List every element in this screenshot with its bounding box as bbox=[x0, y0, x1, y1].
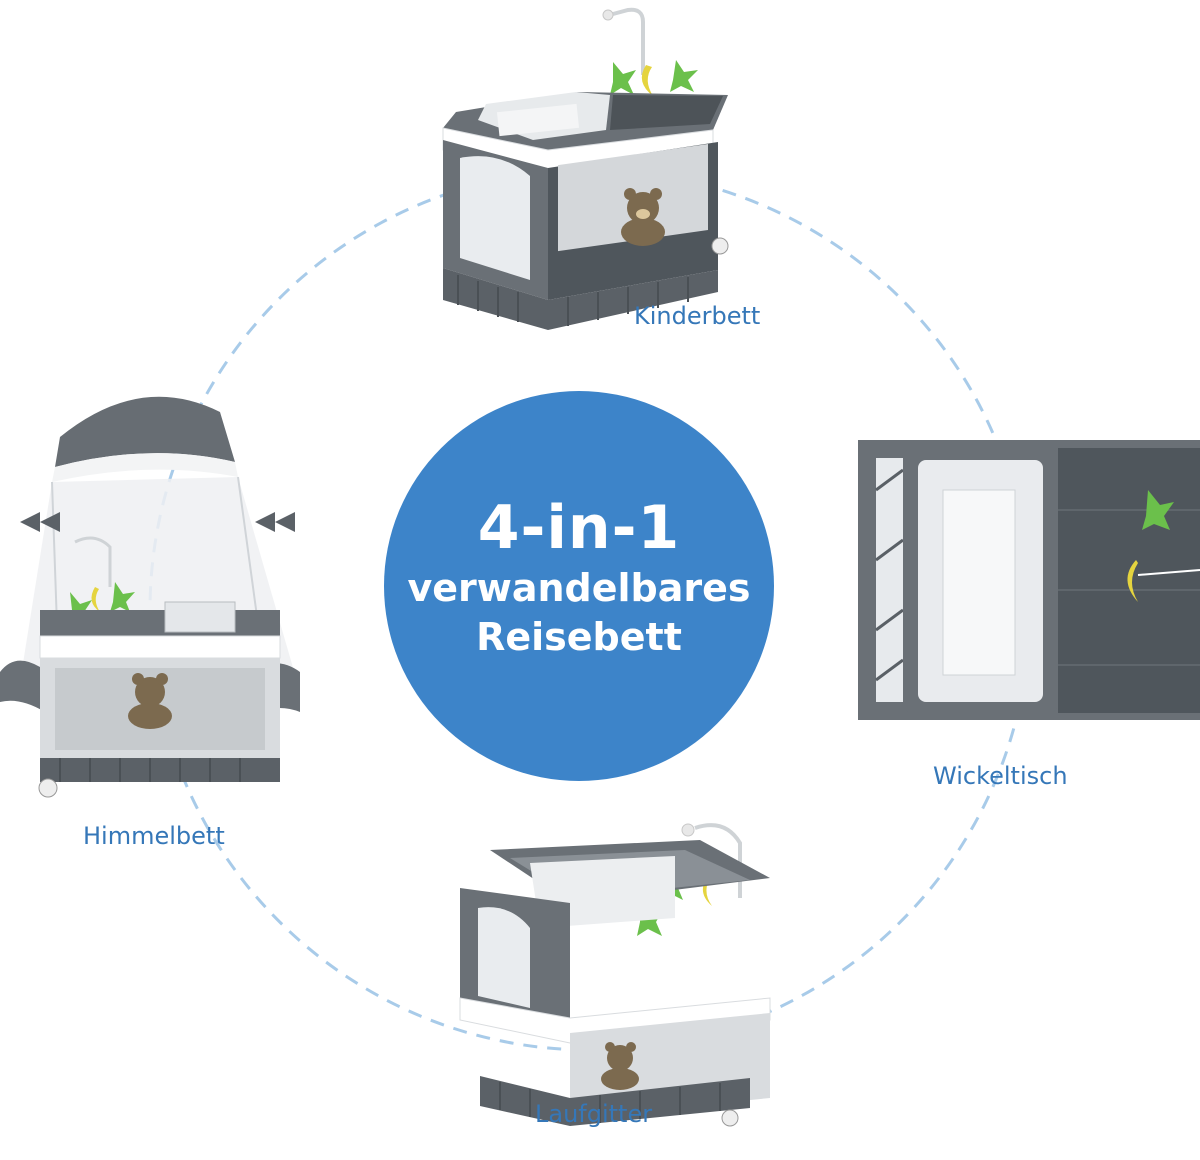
mode-label-wickeltisch: Wickeltisch bbox=[933, 762, 1068, 790]
playpen-image bbox=[440, 808, 780, 1130]
crib-image bbox=[438, 0, 738, 340]
headline-line-3: Reisebett bbox=[476, 615, 682, 659]
canopy-bed-image bbox=[0, 382, 300, 802]
headline-line-2: verwandelbares bbox=[407, 566, 751, 610]
mode-label-kinderbett: Kinderbett bbox=[634, 302, 761, 330]
headline-line-1: 4-in-1 bbox=[477, 493, 681, 563]
mode-label-laufgitter: Laufgitter bbox=[535, 1100, 653, 1128]
changing-table-image bbox=[848, 430, 1200, 730]
mode-label-himmelbett: Himmelbett bbox=[83, 822, 225, 850]
headline-badge: 4-in-1 verwandelbares Reisebett bbox=[384, 391, 774, 781]
